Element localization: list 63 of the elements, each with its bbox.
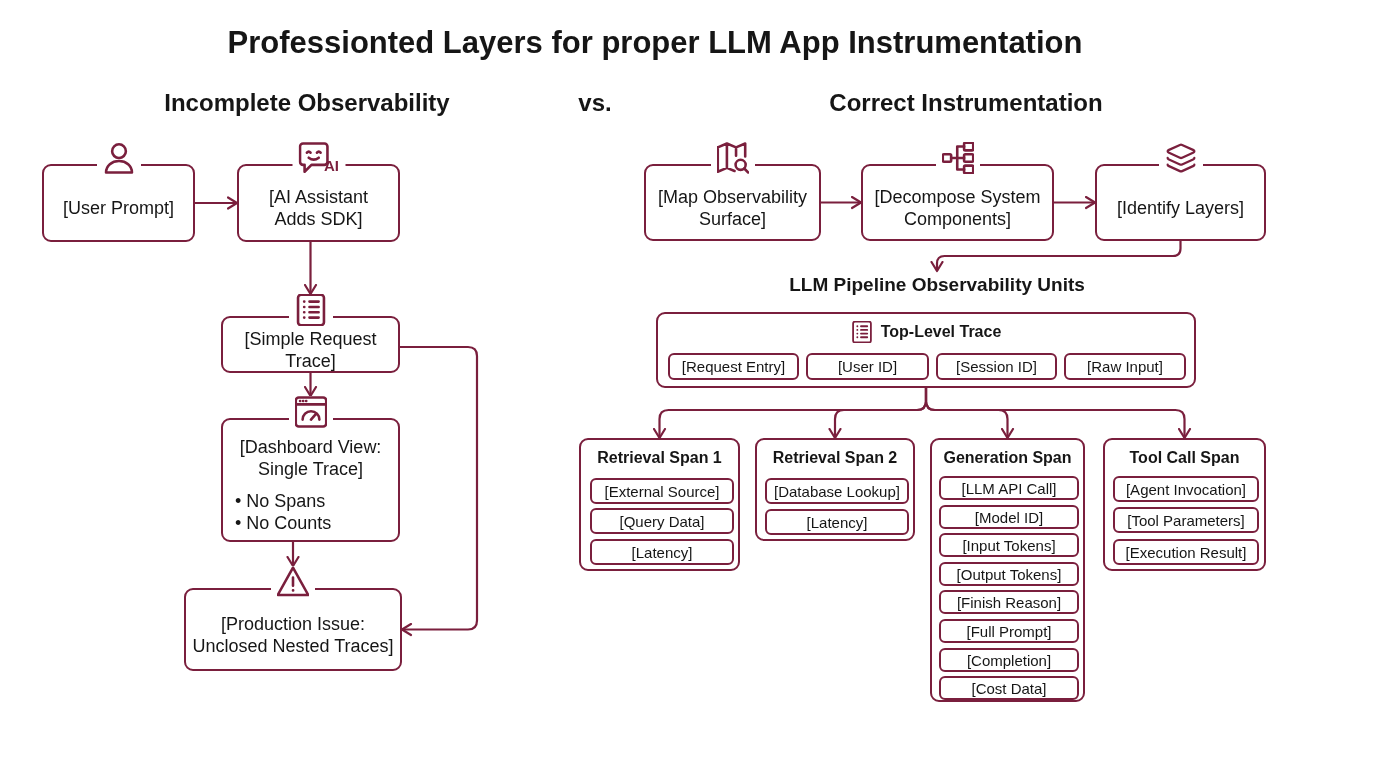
column-heading: Incomplete Observability	[164, 88, 450, 118]
attribute-tag: [External Source]	[590, 478, 734, 504]
panel-title: Retrieval Span 2	[772, 448, 898, 468]
attribute-tag: [Latency]	[590, 539, 734, 565]
process-box	[221, 396, 400, 542]
column-heading: Correct Instrumentation	[829, 88, 1103, 118]
attribute-tag: [Execution Result]	[1113, 539, 1259, 565]
span-panel	[1103, 438, 1266, 571]
arrow	[1054, 195, 1097, 210]
attribute-tag: [Query Data]	[590, 508, 734, 534]
attribute-tag: [LLM API Call]	[939, 476, 1079, 500]
attribute-tag: [Finish Reason]	[939, 590, 1079, 614]
bullet-point: • No Counts	[234, 512, 332, 534]
attribute-tag: [Completion]	[939, 648, 1079, 672]
comparison-text: vs.	[578, 88, 612, 118]
step-label: [Identify Layers]	[1116, 196, 1245, 219]
panel-title: Tool Call Span	[1129, 448, 1240, 468]
step-label: [Map Observability Surface]	[656, 185, 809, 230]
panel-title: Generation Span	[943, 448, 1072, 468]
process-box	[237, 142, 400, 242]
step-label: [User Prompt]	[63, 197, 174, 219]
attribute-tag: [Raw Input]	[1064, 353, 1186, 380]
diagram-title: Professionted Layers for proper LLM App Instrumentation	[227, 24, 1083, 62]
step-label: [Simple Request Trace]	[243, 327, 378, 372]
arrow	[303, 373, 318, 398]
attribute-tag: [User ID]	[806, 353, 929, 380]
bullet-point: • No Spans	[234, 490, 326, 512]
attribute-tag: [Request Entry]	[668, 353, 799, 380]
attribute-tag: [Agent Invocation]	[1113, 476, 1259, 502]
arrow	[195, 196, 239, 210]
arrow	[286, 542, 300, 568]
attribute-tag: [Tool Parameters]	[1113, 507, 1259, 533]
span-panel	[656, 312, 1196, 388]
panel-title: Retrieval Span 1	[597, 448, 722, 468]
process-box	[861, 142, 1054, 241]
process-box	[42, 142, 195, 242]
attribute-tag: [Output Tokens]	[939, 562, 1079, 586]
span-panel	[579, 438, 740, 571]
attribute-tag: [Cost Data]	[939, 676, 1079, 700]
attribute-tag: [Model ID]	[939, 505, 1079, 529]
step-label: [Decompose System Components]	[873, 185, 1042, 230]
span-panel	[755, 438, 915, 541]
process-box	[221, 294, 400, 373]
step-label: [Production Issue: Unclosed Nested Traces]	[192, 612, 394, 657]
attribute-tag: [Full Prompt]	[939, 619, 1079, 643]
step-label: [AI Assistant Adds SDK]	[267, 186, 369, 230]
process-box	[644, 142, 821, 241]
attribute-tag: [Database Lookup]	[765, 478, 909, 504]
icon-text: AI	[324, 158, 339, 173]
arrow	[303, 242, 318, 296]
attribute-tag: [Input Tokens]	[939, 533, 1079, 557]
panel-title: Top-Level Trace	[880, 322, 1002, 342]
process-box	[184, 566, 402, 671]
process-box	[1095, 142, 1266, 241]
arrow	[821, 195, 863, 210]
arrow	[400, 345, 479, 637]
section-heading: LLM Pipeline Observability Units	[757, 271, 1117, 297]
span-panel	[930, 438, 1085, 702]
step-label: [Dashboard View: Single Trace]	[238, 436, 383, 480]
arrow	[930, 241, 1182, 273]
arrow	[924, 388, 1192, 440]
attribute-tag: [Session ID]	[936, 353, 1057, 380]
attribute-tag: [Latency]	[765, 509, 909, 535]
